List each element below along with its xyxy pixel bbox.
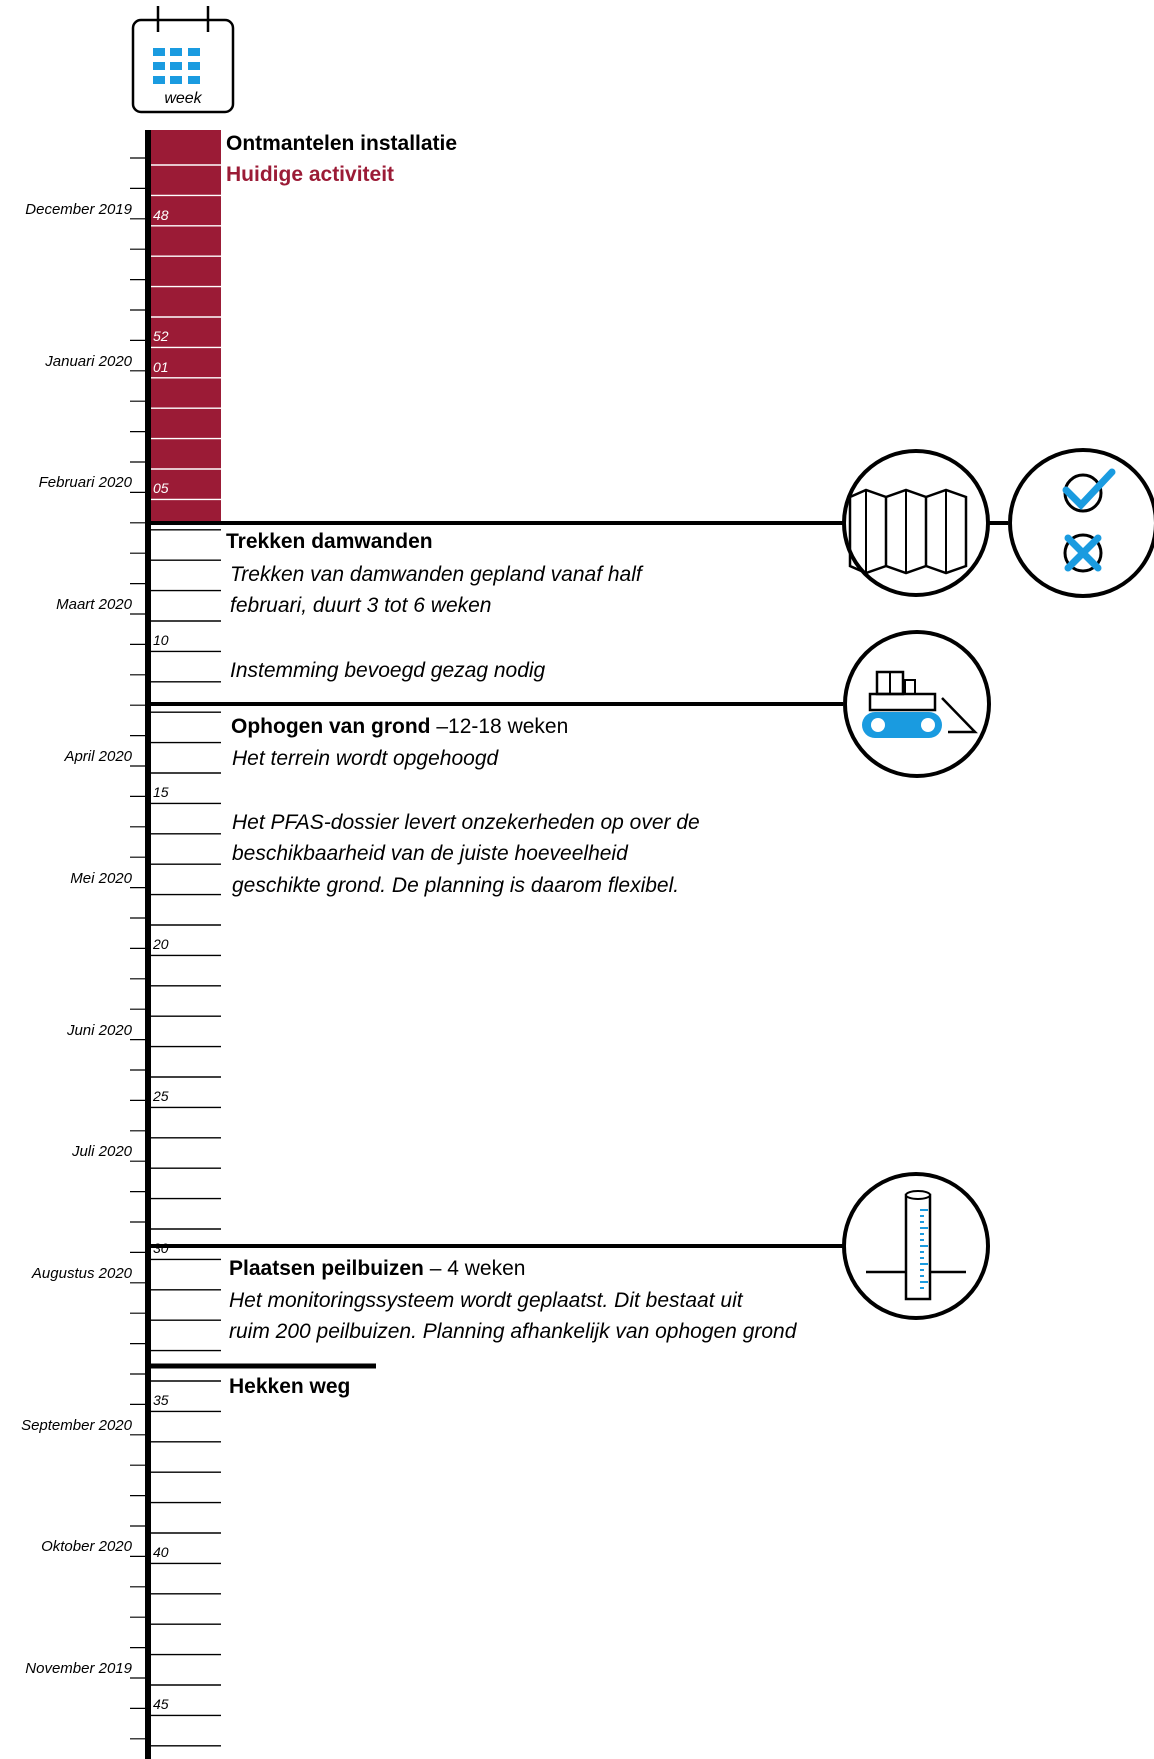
month-label: December 2019 bbox=[25, 200, 132, 218]
calendar-label: week bbox=[164, 90, 202, 107]
week-label: 20 bbox=[153, 936, 169, 953]
month-label: Januari 2020 bbox=[45, 352, 132, 370]
week-label: 30 bbox=[153, 1240, 169, 1257]
monitoring-tube-icon bbox=[842, 1172, 990, 1320]
month-label: Februari 2020 bbox=[38, 474, 132, 492]
activity-note: februari, duurt 3 tot 6 weken bbox=[230, 594, 492, 617]
activity-note: Instemming bevoegd gezag nodig bbox=[230, 659, 546, 682]
activity-duration: –12-18 weken bbox=[436, 715, 569, 738]
month-label: Augustus 2020 bbox=[31, 1264, 132, 1282]
month-label: Juli 2020 bbox=[71, 1143, 132, 1161]
approval-check-cross-icon bbox=[1008, 448, 1154, 598]
activity-note: beschikbaarheid van de juiste hoeveelhei… bbox=[232, 842, 628, 865]
activity-note: Het monitoringssysteem wordt geplaatst. … bbox=[229, 1289, 743, 1312]
week-label: 01 bbox=[153, 358, 169, 375]
activity-title: Ontmantelen installatie bbox=[226, 132, 458, 155]
bulldozer-icon bbox=[843, 630, 991, 778]
month-label: September 2020 bbox=[21, 1416, 132, 1434]
calendar-icon bbox=[131, 6, 235, 114]
week-label: 48 bbox=[153, 206, 169, 223]
month-label: Oktober 2020 bbox=[41, 1538, 132, 1556]
activity-note: Het terrein wordt opgehoogd bbox=[232, 747, 499, 770]
current-activity-bar bbox=[148, 130, 221, 523]
activity-title: Plaatsen peilbuizen bbox=[229, 1257, 424, 1280]
activity-note: geschikte grond. De planning is daarom f… bbox=[232, 874, 680, 897]
week-ticks bbox=[148, 529, 221, 1747]
month-label: Mei 2020 bbox=[70, 869, 132, 887]
week-label: 35 bbox=[153, 1392, 169, 1409]
activity-duration: – 4 weken bbox=[429, 1257, 526, 1280]
week-label: 52 bbox=[153, 328, 169, 345]
activity-note: Het PFAS-dossier levert onzekerheden op … bbox=[232, 811, 700, 834]
activity-heading: Ophogen van grond –12-18 weken bbox=[231, 711, 568, 743]
sheet-pile-icon bbox=[842, 449, 990, 597]
month-label: April 2020 bbox=[64, 748, 132, 765]
current-bar-week-lines bbox=[148, 164, 221, 501]
month-label: Juni 2020 bbox=[66, 1021, 132, 1039]
month-label: November 2019 bbox=[25, 1660, 132, 1677]
week-label: 15 bbox=[153, 784, 169, 801]
activity-status: Huidige activiteit bbox=[226, 163, 395, 186]
week-label: 25 bbox=[153, 1088, 169, 1105]
month-label: Maart 2020 bbox=[56, 596, 132, 613]
activity-heading: Plaatsen peilbuizen – 4 weken bbox=[229, 1253, 525, 1285]
week-label: 40 bbox=[153, 1544, 169, 1561]
activity-title: Hekken weg bbox=[229, 1375, 351, 1398]
activity-title: Trekken damwanden bbox=[226, 530, 433, 553]
activity-note: ruim 200 peilbuizen. Planning afhankelij… bbox=[229, 1320, 797, 1343]
activity-note: Trekken van damwanden gepland vanaf half bbox=[230, 563, 642, 586]
week-label: 05 bbox=[153, 480, 169, 497]
week-label: 45 bbox=[153, 1696, 169, 1713]
activity-title: Ophogen van grond bbox=[231, 715, 431, 738]
week-label: 10 bbox=[153, 632, 169, 649]
